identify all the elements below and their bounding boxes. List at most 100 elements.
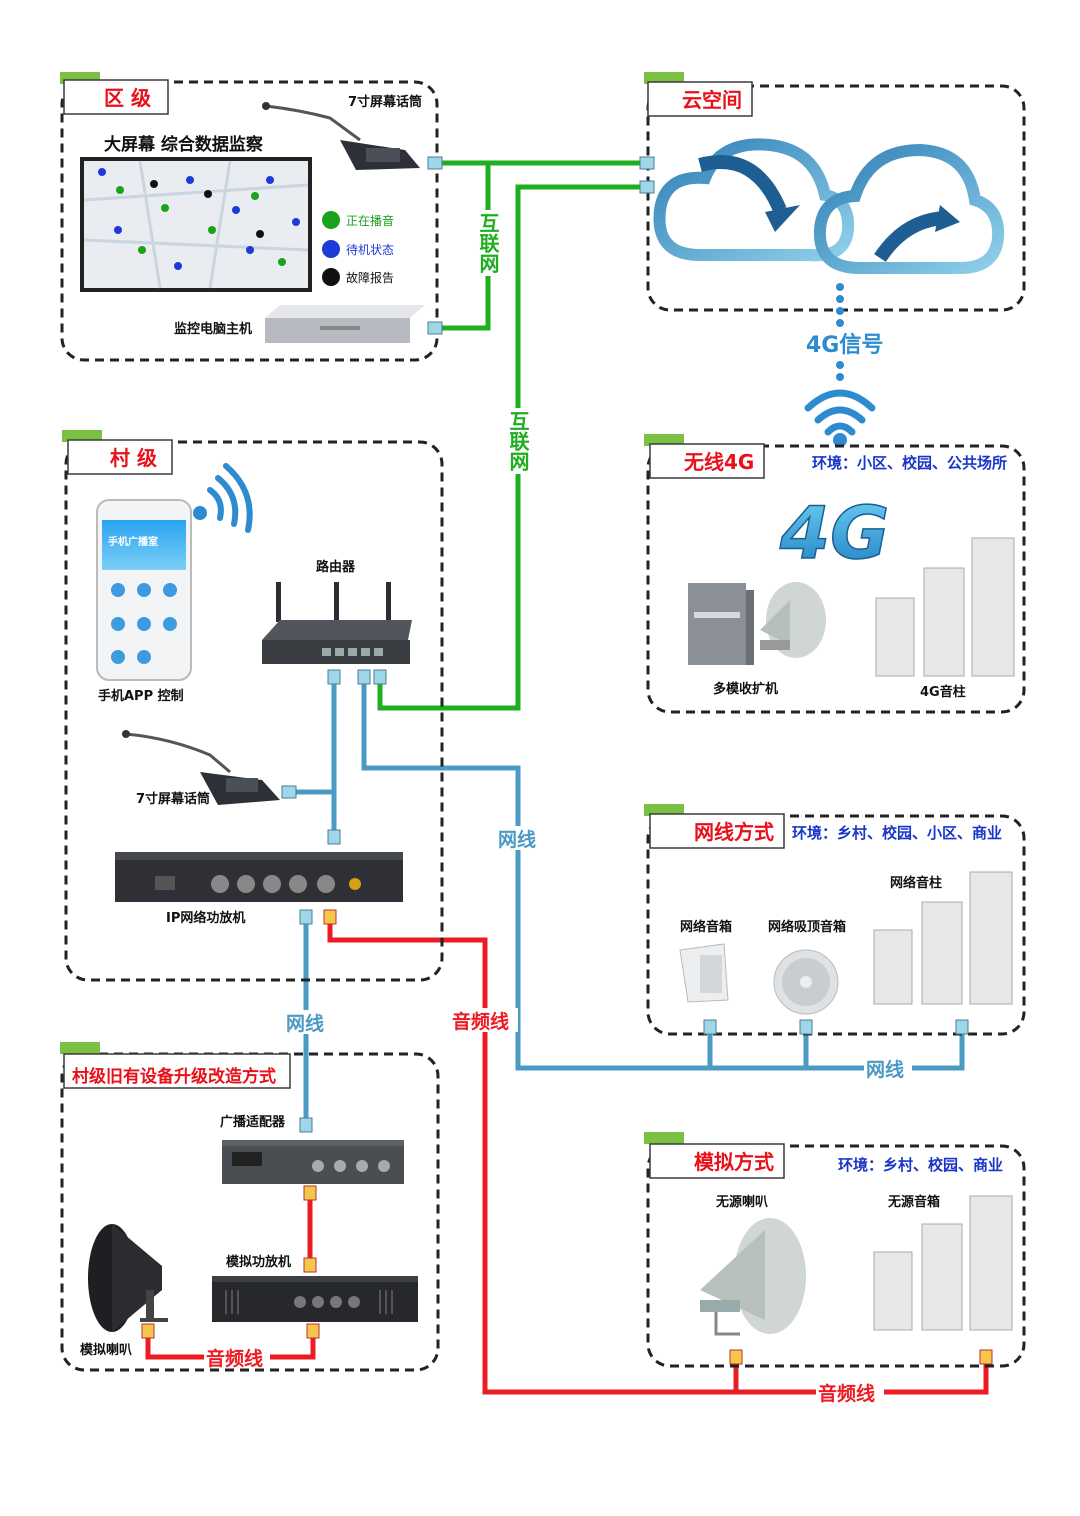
router-label: 路由器 (316, 559, 356, 575)
svg-text:模拟方式: 模拟方式 (694, 1150, 774, 1174)
horn-4g (760, 582, 826, 658)
ip-amp-label: IP网络功放机 (166, 910, 245, 926)
plug-pc (427, 321, 443, 335)
legend-standby: 待机状态 (346, 243, 394, 257)
wire-label-audio-2: 音频线 (204, 1345, 270, 1370)
plug-passive-horn (729, 1349, 743, 1365)
router (262, 582, 412, 664)
village-tab: 村 级 (62, 430, 173, 475)
plug-adapter-out (303, 1185, 317, 1201)
analog-horn (88, 1224, 168, 1332)
signal-dots (836, 283, 844, 381)
passive-horn (700, 1218, 806, 1336)
wire-label-internet-2: 互联网 (506, 408, 530, 474)
cloud-section: 云空间 4G信号 (639, 72, 1026, 447)
svg-text:音频线: 音频线 (206, 1347, 263, 1370)
analog-env: 环境：乡村、校园、商业 (838, 1156, 1003, 1174)
plug-analog-amp-out (306, 1323, 320, 1339)
wireless4g-frame (646, 444, 1026, 714)
plug-router-2 (357, 669, 371, 685)
wire-label-audio-3: 音频线 (816, 1380, 884, 1405)
legend-dot-broadcasting (322, 211, 340, 229)
analog-amp-label: 模拟功放机 (226, 1254, 291, 1270)
svg-text:网线: 网线 (866, 1058, 904, 1081)
receiver-label: 多模收扩机 (713, 681, 778, 697)
network-speaker-label: 网络音箱 (680, 919, 732, 935)
network-columns (873, 871, 1013, 1005)
app-banner: 手机广播室 (108, 535, 158, 548)
village-section: 村 级 手机广播室 手机APP 控制 路由器 (62, 430, 444, 982)
svg-text:互联网: 互联网 (506, 411, 530, 471)
phone-wifi-icon (207, 463, 253, 533)
network-speaker (679, 943, 729, 1003)
screen-title: 大屏幕 综合数据监察 (104, 134, 264, 155)
4g-logo: 4G (779, 491, 889, 575)
wire-label-audio-1: 音频线 (450, 1008, 518, 1033)
legend-fault: 故障报告 (346, 270, 394, 285)
district-frame (60, 80, 439, 362)
phone-app: 手机广播室 (96, 499, 192, 681)
legend-dot-standby (322, 240, 340, 258)
district-tab: 区 级 (60, 72, 169, 115)
svg-text:村级旧有设备升级改造方式: 村级旧有设备升级改造方式 (72, 1066, 276, 1087)
4g-columns (875, 537, 1015, 677)
wireless4g-tab: 无线4G (644, 434, 765, 479)
village-frame (64, 440, 444, 982)
plug-net-speaker (703, 1019, 717, 1035)
wire-label-internet-1: 互联网 (476, 210, 500, 276)
plug-amp-in (327, 829, 341, 845)
cloud-icon (653, 138, 1005, 274)
svg-text:音频线: 音频线 (818, 1382, 875, 1405)
plug-analog-amp-in (303, 1257, 317, 1273)
svg-text:网线: 网线 (286, 1012, 324, 1035)
plug-village-mic (281, 785, 297, 799)
ceiling-speaker (773, 949, 839, 1015)
broadcast-adapter (222, 1140, 404, 1184)
legend-dot-fault (322, 268, 340, 286)
wire-label-net-2: 网线 (284, 1010, 330, 1035)
cloud-frame (646, 84, 1026, 312)
map-markers-blue (98, 168, 300, 270)
ip-amp (115, 852, 403, 902)
svg-text:无线4G: 无线4G (684, 450, 754, 474)
plug-amp-net (299, 909, 313, 925)
wifi-icon (804, 389, 876, 436)
plug-horn (141, 1323, 155, 1339)
legend-broadcasting: 正在播音 (346, 213, 394, 228)
pc-host-label: 监控电脑主机 (174, 321, 252, 337)
legend: 正在播音 待机状态 故障报告 (322, 211, 394, 286)
wireless4g-env: 环境：小区、校园、公共场所 (812, 454, 1007, 472)
network-env: 环境：乡村、校园、小区、商业 (792, 824, 1002, 842)
network-tab: 网线方式 (644, 804, 785, 849)
svg-text:音频线: 音频线 (452, 1010, 509, 1033)
analog-amp (212, 1276, 418, 1322)
svg-text:网线: 网线 (498, 828, 536, 851)
receiver-amp (688, 583, 754, 665)
plug-net-column (955, 1019, 969, 1035)
network-section: 网线方式 环境：乡村、校园、小区、商业 网络音柱 网络音箱 网络吸顶音箱 (644, 804, 1026, 1036)
adapter-label: 广播适配器 (220, 1114, 286, 1130)
network-ceiling-label: 网络吸顶音箱 (768, 919, 846, 935)
analog-section: 模拟方式 环境：乡村、校园、商业 无源喇叭 无源音箱 (644, 1132, 1026, 1368)
cloud-tab: 云空间 (644, 72, 753, 117)
upgrade-tab: 村级旧有设备升级改造方式 (60, 1042, 291, 1089)
signal-label: 4G信号 (806, 332, 883, 358)
plug-cloud-1 (639, 156, 655, 170)
plug-net-ceiling (799, 1019, 813, 1035)
svg-text:村 级: 村 级 (110, 446, 157, 470)
svg-text:网线方式: 网线方式 (694, 820, 774, 844)
big-screen (80, 157, 312, 292)
wireless4g-section: 无线4G 环境：小区、校园、公共场所 4G 多模收扩机 4G音柱 (644, 434, 1026, 714)
plug-mic (427, 156, 443, 170)
wifi-dot (833, 433, 847, 447)
analog-tab: 模拟方式 (644, 1132, 785, 1179)
network-frame (646, 814, 1026, 1036)
passive-box-label: 无源音箱 (887, 1194, 940, 1210)
plug-passive-box (979, 1349, 993, 1365)
map-markers-green (116, 186, 286, 266)
district-mic-label: 7寸屏幕话筒 (348, 94, 422, 110)
passive-horn-label: 无源喇叭 (715, 1194, 768, 1210)
4g-column-label: 4G音柱 (920, 684, 966, 700)
analog-frame (646, 1144, 1026, 1368)
